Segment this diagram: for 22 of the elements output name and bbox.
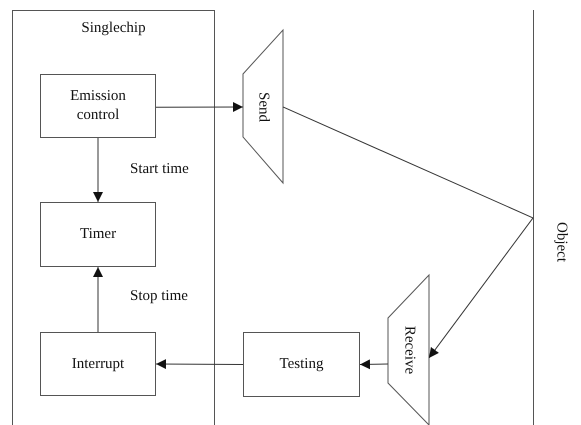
node-label: Interrupt: [72, 354, 124, 374]
arrow: [93, 266, 103, 332]
arrow: [156, 102, 244, 112]
node-label: Timer: [80, 225, 116, 244]
node-label: Object: [552, 222, 570, 262]
arrow: [428, 217, 534, 358]
arrow: [360, 359, 388, 370]
node-label: Testing: [280, 355, 324, 374]
system-boundary: [12, 10, 215, 425]
trapezoid-block: [243, 30, 283, 183]
arrow: [156, 359, 244, 370]
arrow: [93, 138, 103, 202]
group-title: Singlechip: [80, 19, 147, 38]
node-label: Send: [254, 92, 272, 122]
process-box: [40, 74, 156, 138]
edge-label: Stop time: [130, 287, 188, 305]
process-box: [40, 332, 156, 396]
node-label: Emission control: [69, 87, 127, 125]
trapezoid-block: [388, 275, 429, 425]
node-label: Receive: [400, 326, 418, 374]
process-box: [40, 202, 156, 267]
process-box: [243, 332, 360, 397]
